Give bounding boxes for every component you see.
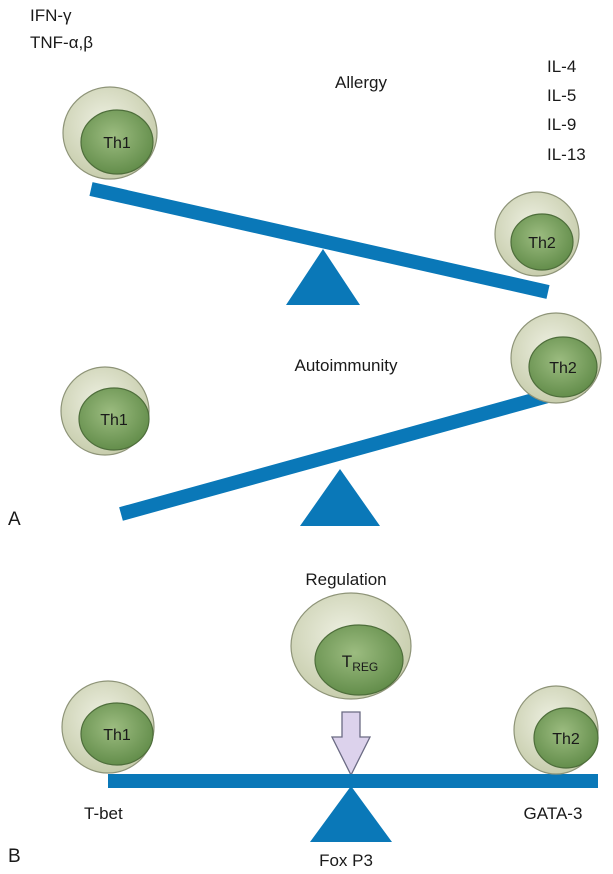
th2-label: Th2 xyxy=(549,360,577,377)
allergy-title: Allergy xyxy=(335,73,387,92)
panel-a-allergy: IFN-γ TNF-α,β Allergy IL-4 IL-5 IL-9 IL-… xyxy=(30,6,586,305)
tnf-alpha-beta-label: TNF-α,β xyxy=(30,33,93,52)
treg-cell: TREG xyxy=(290,592,412,700)
ifn-gamma-label: IFN-γ xyxy=(30,6,72,25)
gata-3-label: GATA-3 xyxy=(524,804,583,823)
th2-cell: Th2 xyxy=(494,191,580,277)
th1-label: Th1 xyxy=(103,727,131,744)
il-5-label: IL-5 xyxy=(547,86,576,105)
panel-b-label: B xyxy=(8,846,21,867)
autoimmunity-seesaw-beam xyxy=(119,379,586,521)
allergy-seesaw-beam xyxy=(89,182,550,299)
panel-b-regulation: Regulation TREG Th1 Th2 T-bet GATA-3 Fox… xyxy=(8,570,599,870)
il-9-label: IL-9 xyxy=(547,115,576,134)
th2-cell: Th2 xyxy=(513,685,599,775)
il-13-label: IL-13 xyxy=(547,145,586,164)
th2-label: Th2 xyxy=(552,731,580,748)
th1-label: Th1 xyxy=(103,135,131,152)
autoimmunity-title: Autoimmunity xyxy=(295,356,398,375)
regulation-title: Regulation xyxy=(305,570,386,589)
treg-label: TREG xyxy=(342,652,378,674)
t-bet-label: T-bet xyxy=(84,804,123,823)
autoimmunity-fulcrum xyxy=(300,469,380,526)
panel-a-autoimmunity: Autoimmunity Th1 Th2 A xyxy=(8,312,602,530)
fox-p3-label: Fox P3 xyxy=(319,851,373,870)
down-arrow-icon xyxy=(330,711,372,777)
regulation-fulcrum xyxy=(310,786,392,842)
th1-label: Th1 xyxy=(100,412,128,429)
th1-cell: Th1 xyxy=(62,86,158,180)
treg-main: T xyxy=(342,652,352,671)
panel-a-label: A xyxy=(8,509,21,530)
treg-subscript: REG xyxy=(352,660,378,674)
th1-cell: Th1 xyxy=(61,680,155,774)
th2-label: Th2 xyxy=(528,235,556,252)
th2-cell: Th2 xyxy=(510,312,602,404)
regulation-seesaw-beam xyxy=(108,774,598,788)
th1-cell: Th1 xyxy=(60,366,150,456)
allergy-fulcrum xyxy=(286,249,360,305)
il-4-label: IL-4 xyxy=(547,57,576,76)
